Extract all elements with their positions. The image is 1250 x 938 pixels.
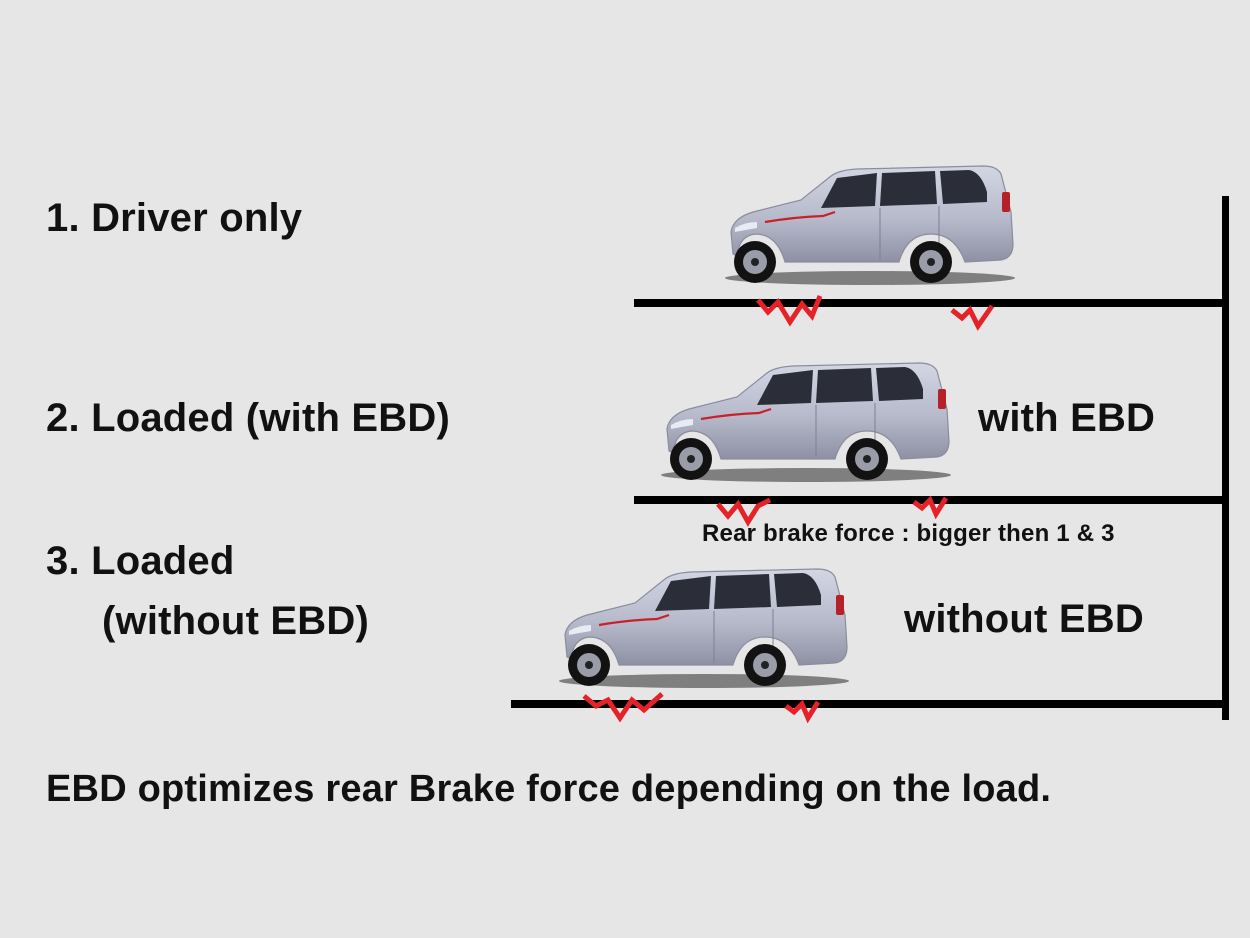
- scenario-2-label: 2. Loaded (with EBD): [46, 396, 450, 440]
- ebd-explanation-footer: EBD optimizes rear Brake force depending…: [46, 768, 1052, 810]
- with-ebd-label: with EBD: [978, 396, 1156, 440]
- brake-force-zigzag-icon: [756, 295, 823, 327]
- car-icon: [558, 565, 850, 690]
- vertical-axis-line: [1222, 196, 1229, 720]
- ground-line-1: [634, 299, 1226, 307]
- scenario-1-label: 1. Driver only: [46, 196, 303, 240]
- scenario-3-label-line2: (without EBD): [102, 599, 369, 643]
- car-icon: [660, 359, 952, 484]
- brake-force-zigzag-icon: [582, 692, 664, 723]
- brake-force-zigzag-icon: [912, 495, 949, 520]
- scenario-3-label-line1: 3. Loaded: [46, 539, 235, 583]
- brake-force-zigzag-icon: [716, 497, 772, 527]
- brake-force-zigzag-icon: [784, 699, 821, 724]
- brake-force-zigzag-icon: [950, 304, 995, 331]
- rear-brake-force-note: Rear brake force : bigger then 1 & 3: [702, 520, 1115, 547]
- ground-line-3: [511, 700, 1226, 708]
- car-icon: [724, 162, 1016, 287]
- without-ebd-label: without EBD: [904, 597, 1144, 641]
